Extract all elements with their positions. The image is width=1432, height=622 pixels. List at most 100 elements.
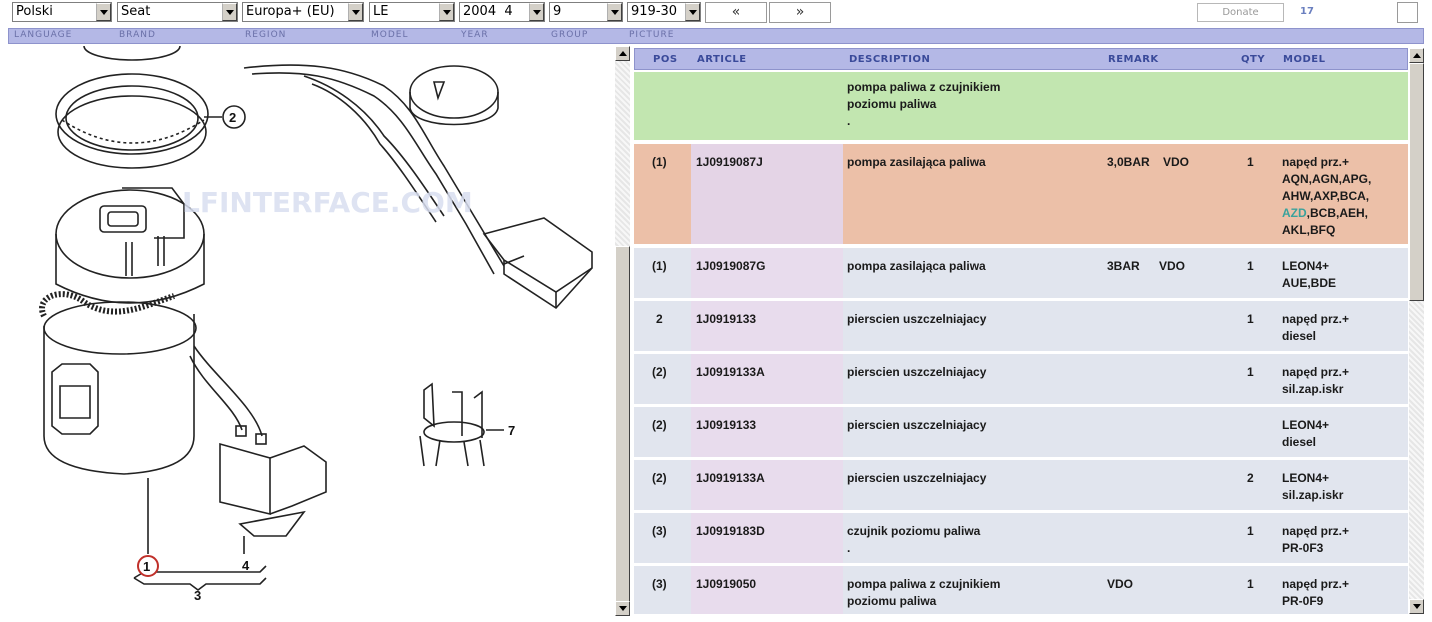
row-description: pompa zasilająca paliwa (847, 155, 986, 169)
label-brand: BRAND (119, 30, 156, 40)
article-cell-bg (691, 354, 843, 404)
picture-select[interactable]: 919-30 (627, 2, 701, 22)
row-pos: (3) (652, 524, 667, 538)
donate-button[interactable]: Donate (1197, 3, 1284, 22)
label-picture: PICTURE (629, 30, 675, 40)
row-article[interactable]: 1J0919133A (696, 471, 765, 485)
row-model: napęd prz.+ sil.zap.iskr (1282, 365, 1350, 396)
callout-2[interactable]: 2 (229, 110, 236, 125)
row-qty: 1 (1247, 259, 1254, 273)
article-cell-bg (691, 513, 843, 563)
brand-select-value: Seat (121, 4, 151, 19)
year-select-value: 2004 4 (463, 4, 513, 19)
row-pos: 2 (656, 312, 663, 326)
callout-1[interactable]: 1 (143, 559, 150, 574)
language-select[interactable]: Polski (12, 2, 112, 22)
row-article[interactable]: 1J0919050 (696, 577, 757, 591)
callout-7[interactable]: 7 (508, 423, 515, 438)
row-qty: 2 (1247, 471, 1254, 485)
header-remark: REMARK (1108, 54, 1159, 65)
chevron-down-icon[interactable] (348, 3, 363, 21)
picture-scrollbar[interactable] (615, 46, 630, 616)
row-remark-brand: VDO (1163, 155, 1190, 169)
scroll-down-icon[interactable] (615, 601, 630, 616)
row-qty: 1 (1247, 365, 1254, 379)
scroll-up-icon[interactable] (1409, 48, 1424, 63)
table-row[interactable]: (3) 1J0919183D czujnik poziomu paliwa . … (634, 513, 1408, 566)
row-qty: 1 (1247, 524, 1254, 538)
table-scrollbar[interactable] (1409, 48, 1424, 614)
callout-4[interactable]: 4 (242, 558, 250, 573)
scroll-thumb[interactable] (615, 246, 630, 606)
header-model: MODEL (1283, 54, 1326, 65)
row-remark: 3,0BAR (1107, 155, 1150, 169)
table-row[interactable]: (1) 1J0919087G pompa zasilająca paliwa 3… (634, 248, 1408, 301)
table-row[interactable]: (3) 1J0919050 pompa paliwa z czujnikiem … (634, 566, 1408, 614)
row-pos: (2) (652, 418, 667, 432)
group-select[interactable]: 9 (549, 2, 623, 22)
row-article[interactable]: 1J0919133 (696, 418, 757, 432)
brand-select[interactable]: Seat (117, 2, 238, 22)
article-cell-bg (691, 460, 843, 510)
row-pos: (2) (652, 471, 667, 485)
row-pos: (1) (652, 259, 667, 273)
table-row[interactable]: 2 1J0919133 pierscien uszczelniajacy 1 n… (634, 301, 1408, 354)
callout-1-circle[interactable] (137, 555, 159, 577)
article-cell-bg (691, 248, 843, 298)
row-remark: VDO (1107, 577, 1134, 591)
year-select[interactable]: 2004 4 (459, 2, 545, 22)
group-select-value: 9 (553, 4, 562, 19)
row-pos: (3) (652, 577, 667, 591)
next-picture-button[interactable]: » (769, 2, 831, 23)
row-pos: (1) (652, 155, 667, 169)
table-row[interactable]: (2) 1J0919133A pierscien uszczelniajacy … (634, 354, 1408, 407)
label-language: LANGUAGE (14, 30, 73, 40)
model-select-value: LE (373, 4, 389, 19)
table-row[interactable]: (2) 1J0919133 pierscien uszczelniajacy L… (634, 407, 1408, 460)
table-row[interactable]: (2) 1J0919133A pierscien uszczelniajacy … (634, 460, 1408, 513)
row-article[interactable]: 1J0919133A (696, 365, 765, 379)
label-year: YEAR (461, 30, 489, 40)
label-region: REGION (245, 30, 287, 40)
article-cell-bg (691, 566, 843, 614)
row-article[interactable]: 1J0919183D (696, 524, 765, 538)
row-article[interactable]: 1J0919087G (696, 259, 766, 273)
model-select[interactable]: LE (369, 2, 455, 22)
chevron-down-icon[interactable] (685, 3, 700, 21)
row-qty: 1 (1247, 155, 1254, 169)
region-select[interactable]: Europa+ (EU) (242, 2, 364, 22)
chevron-down-icon[interactable] (607, 3, 622, 21)
scroll-down-icon[interactable] (1409, 599, 1424, 614)
engine-code-link[interactable]: AZD (1282, 206, 1307, 220)
row-description: pierscien uszczelniajacy (847, 312, 987, 326)
blank-box[interactable] (1397, 2, 1418, 23)
row-article[interactable]: 1J0919133 (696, 312, 757, 326)
callout-3[interactable]: 3 (194, 588, 201, 603)
row-model: LEON4+ sil.zap.iskr (1282, 471, 1344, 502)
selector-bar: Polski Seat Europa+ (EU) LE 2004 4 9 919… (0, 0, 1432, 28)
row-model: napęd prz.+ PR-0F9 (1282, 577, 1350, 608)
chevron-down-icon[interactable] (439, 3, 454, 21)
chevron-down-icon[interactable] (529, 3, 544, 21)
header-qty: QTY (1241, 54, 1266, 65)
row-model: napęd prz.+ AQN,AGN,APG, AHW,AXP,BCA, AZ… (1282, 155, 1372, 237)
parts-table: POS ARTICLE DESCRIPTION REMARK QTY MODEL… (634, 48, 1408, 614)
seal-ring-outer (55, 73, 209, 155)
row-model: LEON4+ diesel (1282, 418, 1330, 449)
row-model: LEON4+ AUE,BDE (1282, 259, 1337, 290)
visit-counter: 17 (1300, 6, 1314, 17)
prev-picture-button[interactable]: « (705, 2, 767, 23)
scroll-up-icon[interactable] (615, 46, 630, 61)
row-remark: 3BAR (1107, 259, 1140, 273)
parts-diagram[interactable]: LFINTERFACE.COM 2 1 3 4 7 (4, 46, 610, 616)
table-row[interactable]: pompa paliwa z czujnikiem poziomu paliwa… (634, 72, 1408, 143)
table-row[interactable]: (1) 1J0919087J pompa zasilająca paliwa 3… (634, 144, 1408, 247)
chevron-down-icon[interactable] (96, 3, 111, 21)
row-description: pierscien uszczelniajacy (847, 365, 987, 379)
scroll-thumb[interactable] (1409, 63, 1424, 301)
label-group: GROUP (551, 30, 589, 40)
header-description: DESCRIPTION (849, 54, 931, 65)
chevron-down-icon[interactable] (222, 3, 237, 21)
row-article[interactable]: 1J0919087J (696, 155, 763, 169)
article-cell-bg (691, 301, 843, 351)
